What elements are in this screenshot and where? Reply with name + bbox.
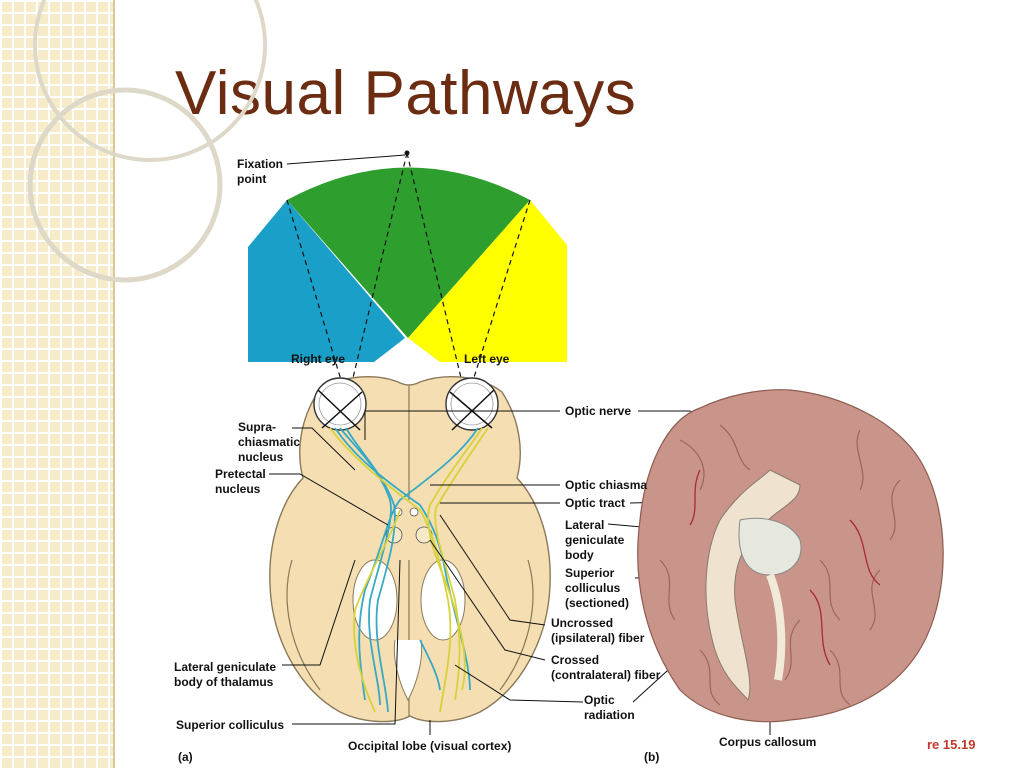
label-occipital-lobe: Occipital lobe (visual cortex) bbox=[348, 739, 512, 753]
panel-b-label: (b) bbox=[644, 750, 660, 764]
label-left-eye: Left eye bbox=[464, 352, 510, 366]
figure-reference: re 15.19 bbox=[927, 737, 976, 752]
slide-title: Visual Pathways bbox=[175, 59, 637, 128]
label-lateral-geniculate-body: Lateral geniculate body bbox=[565, 518, 625, 562]
panel-a-label: (a) bbox=[178, 750, 193, 764]
eyes bbox=[313, 377, 499, 431]
label-superior-colliculus-b: Superior colliculus (sectioned) bbox=[565, 566, 630, 610]
leader-lines-left bbox=[269, 427, 431, 735]
label-fixation-point: Fixation point bbox=[237, 157, 284, 186]
left-eye-icon bbox=[445, 377, 499, 431]
visual-field bbox=[248, 150, 567, 391]
label-corpus-callosum: Corpus callosum bbox=[719, 735, 817, 749]
label-crossed-fiber: Crossed (contralateral) fiber bbox=[551, 653, 661, 682]
decorative-rings bbox=[27, 0, 267, 283]
label-uncrossed-fiber: Uncrossed (ipsilateral) fiber bbox=[551, 616, 645, 645]
label-lgn-thalamus: Lateral geniculate body of thalamus bbox=[174, 660, 277, 689]
nerve-fibers bbox=[329, 427, 489, 713]
fixation-point-dot bbox=[404, 150, 410, 156]
label-suprachiasmatic-nucleus: Supra- chiasmatic nucleus bbox=[238, 420, 301, 464]
label-superior-colliculus-a: Superior colliculus bbox=[176, 718, 285, 732]
binocular-field bbox=[287, 167, 530, 338]
brain-section-outline bbox=[269, 376, 551, 723]
right-visual-field bbox=[248, 200, 405, 362]
label-optic-radiation: Optic radiation bbox=[584, 693, 635, 722]
right-eye-icon bbox=[313, 377, 367, 431]
sidebar-divider bbox=[113, 0, 115, 768]
label-optic-chiasma: Optic chiasma bbox=[565, 478, 648, 492]
label-right-eye: Right eye bbox=[291, 352, 346, 366]
decorative-sidebar bbox=[0, 0, 113, 768]
brain-photo bbox=[637, 389, 944, 723]
label-optic-tract: Optic tract bbox=[565, 496, 626, 510]
label-pretectal-nucleus: Pretectal nucleus bbox=[215, 467, 266, 496]
label-optic-nerve: Optic nerve bbox=[565, 404, 632, 418]
